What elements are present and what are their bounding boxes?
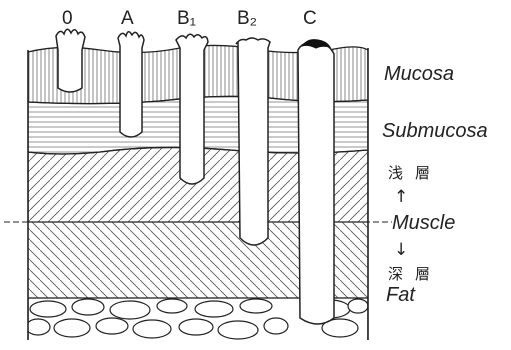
layer-label-fat: Fat <box>386 284 416 306</box>
layer-label-mucosa: Mucosa <box>384 63 454 85</box>
deep-layer-label: 深層 <box>388 265 442 283</box>
stage-label-a: A <box>121 8 134 29</box>
tumor-column-b2 <box>236 38 270 245</box>
tumor-column-c <box>298 42 334 324</box>
stage-label-b2: B₂ <box>237 8 257 29</box>
stage-label-0: 0 <box>62 8 73 29</box>
tumor-column-0 <box>56 29 85 92</box>
tumor-column-b1 <box>176 34 208 184</box>
tumor-column-a <box>118 32 144 137</box>
stage-label-c: C <box>303 8 317 29</box>
down-arrow-icon: ↓ <box>394 240 408 260</box>
shallow-layer-label: 浅層 <box>388 164 442 182</box>
layer-label-submucosa: Submucosa <box>382 120 488 142</box>
up-arrow-icon: ↑ <box>394 187 408 207</box>
stage-label-b1: B₁ <box>177 8 196 29</box>
layer-label-muscle: Muscle <box>392 212 455 234</box>
